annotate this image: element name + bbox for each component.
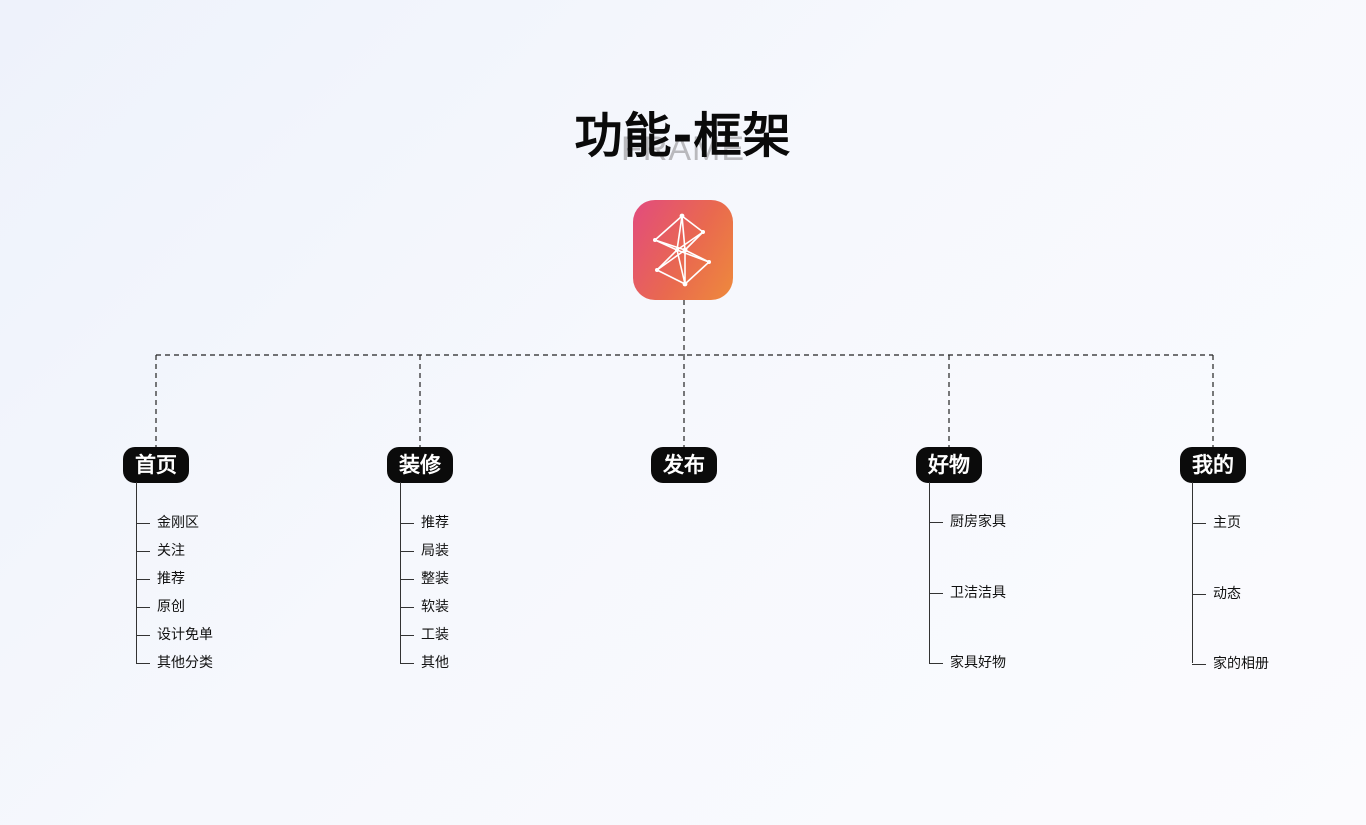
branch-line	[929, 482, 930, 663]
node-goods: 好物	[916, 447, 982, 483]
logo-mark-icon	[653, 213, 711, 287]
node-publish: 发布	[651, 447, 717, 483]
node-mine: 我的	[1180, 447, 1246, 483]
branch-line	[136, 482, 137, 663]
branch-line	[1192, 482, 1193, 663]
page-title: 功能-框架	[574, 108, 792, 164]
title-block: FRAME 功能-框架	[0, 96, 1366, 176]
node-home: 首页	[123, 447, 189, 483]
branch-line	[400, 482, 401, 663]
node-decoration: 装修	[387, 447, 453, 483]
app-logo	[633, 200, 733, 300]
page-subtitle: FRAME	[621, 130, 745, 168]
